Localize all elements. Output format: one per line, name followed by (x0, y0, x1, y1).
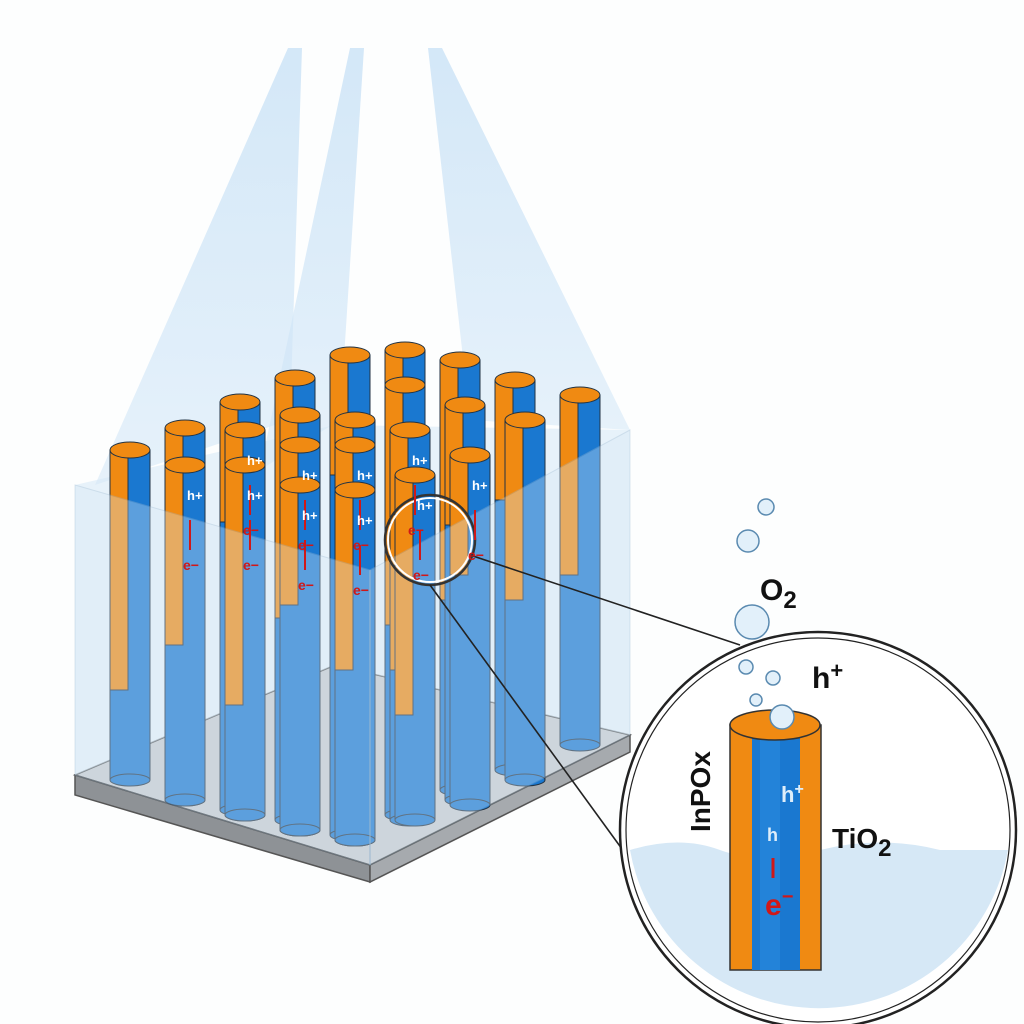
bubble (749, 693, 763, 707)
rod-label-set: h+ e− (413, 498, 433, 583)
rod-label-set: h+ e− (243, 488, 263, 573)
nanorod (279, 476, 321, 837)
rod-hole-label: h+ (357, 468, 373, 483)
rod-label-set: h+ e− (353, 513, 373, 598)
rod-electron-label: e− (243, 557, 259, 573)
nanorod (559, 386, 601, 752)
bubble (769, 704, 795, 730)
rod-electron-label: e− (183, 557, 199, 573)
light-beam (95, 48, 302, 485)
inset-magnified-rod (618, 630, 1018, 1024)
rod-label-set: h+ e− (183, 488, 203, 573)
light-beam (428, 48, 630, 430)
nanorod-array (109, 341, 601, 847)
rod-hole-label: h+ (357, 513, 373, 528)
inpox-label: InPOx (685, 751, 716, 832)
inner-electron-label: e− (765, 886, 793, 922)
oxygen-bubbles (734, 498, 795, 730)
nanorod (224, 456, 266, 822)
rod-label-set: h+ e− (298, 508, 318, 593)
rod-hole-label: h+ (302, 468, 318, 483)
h-plus-label: h+ (812, 658, 843, 695)
bubble (765, 670, 781, 686)
bubble (757, 498, 775, 516)
water-tank-front (74, 429, 631, 866)
o2-label: O2 (760, 574, 797, 614)
tio2-label: TiO2 (832, 823, 892, 862)
nanorod (394, 466, 436, 827)
rod-electron-label: e− (408, 522, 424, 538)
nanorod (334, 481, 376, 847)
rod-hole-label: h+ (472, 478, 488, 493)
rod-electron-label: e− (468, 547, 484, 563)
rod-hole-label: h+ (247, 453, 263, 468)
inner-h-label: h (767, 825, 778, 845)
rod-hole-label: h+ (247, 488, 263, 503)
rod-label-set: h+ e− (468, 478, 488, 563)
rod-hole-label: h+ (417, 498, 433, 513)
nanorod (449, 446, 491, 812)
rod-electron-label: e− (298, 577, 314, 593)
labels: O2 h+ InPOx TiO2 h+ h e− (685, 574, 892, 922)
nanorod (109, 441, 151, 787)
rod-electron-label: e− (353, 582, 369, 598)
nanorod (164, 456, 206, 807)
rod-hole-label: h+ (302, 508, 318, 523)
bubble (734, 604, 770, 640)
bubble (736, 529, 760, 553)
nanorod (504, 411, 546, 787)
rod-charge-labels: h+e−h+e−h+e−h+e−h+e−h+e−h+e−h+e−h+e−h+e− (183, 453, 488, 598)
rod-hole-label: h+ (412, 453, 428, 468)
bubble (738, 659, 754, 675)
rod-hole-label: h+ (187, 488, 203, 503)
rod-electron-label: e− (413, 567, 429, 583)
inner-h-plus-label: h+ (781, 781, 804, 807)
